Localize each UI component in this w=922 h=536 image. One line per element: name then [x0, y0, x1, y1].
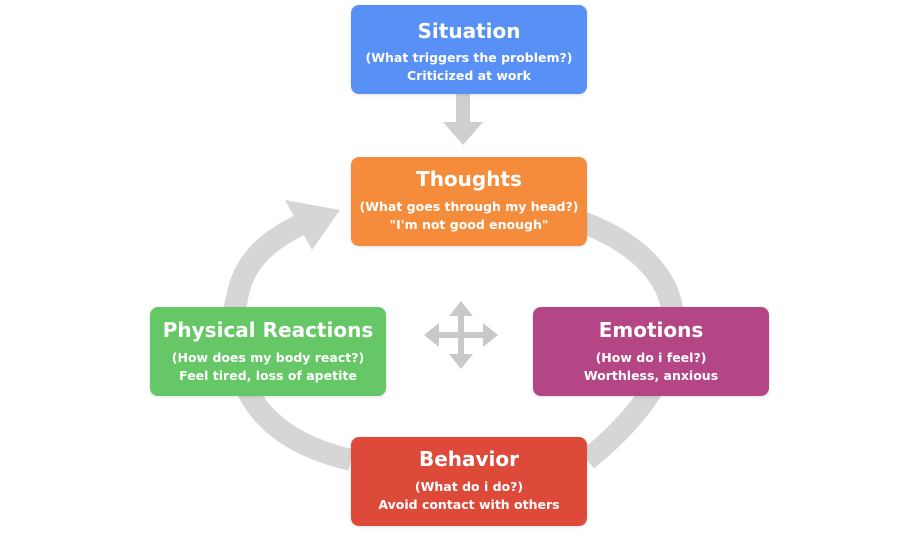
physical-reactions-title: Physical Reactions	[162, 318, 374, 342]
emotions-answer: Worthless, anxious	[583, 368, 719, 383]
cycle-arrowhead	[285, 200, 340, 250]
emotions-question: (How do i feel?)	[595, 350, 707, 365]
four-way-arrow-icon	[424, 301, 498, 369]
physical-reactions-node: Physical Reactions (How does my body rea…	[150, 307, 386, 396]
behavior-title: Behavior	[418, 447, 520, 471]
thoughts-node: Thoughts (What goes through my head?) "I…	[351, 157, 587, 246]
arrow-down-icon	[443, 94, 483, 145]
behavior-question: (What do i do?)	[414, 479, 524, 494]
behavior-answer: Avoid contact with others	[378, 497, 560, 512]
situation-question: (What triggers the problem?)	[365, 50, 573, 65]
physical-reactions-question: (How does my body react?)	[171, 350, 365, 365]
situation-answer: Criticized at work	[406, 68, 531, 83]
thoughts-title: Thoughts	[416, 167, 522, 191]
cycle-arrow-icon	[225, 215, 305, 307]
thoughts-answer: "I'm not good enough"	[389, 217, 549, 232]
emotions-node: Emotions (How do i feel?) Worthless, anx…	[533, 307, 769, 396]
situation-title: Situation	[417, 19, 521, 43]
situation-node: Situation (What triggers the problem?) C…	[351, 5, 587, 94]
thoughts-question: (What goes through my head?)	[359, 199, 579, 214]
behavior-node: Behavior (What do i do?) Avoid contact w…	[351, 437, 587, 526]
emotions-title: Emotions	[598, 318, 704, 342]
physical-reactions-answer: Feel tired, loss of apetite	[179, 368, 357, 383]
